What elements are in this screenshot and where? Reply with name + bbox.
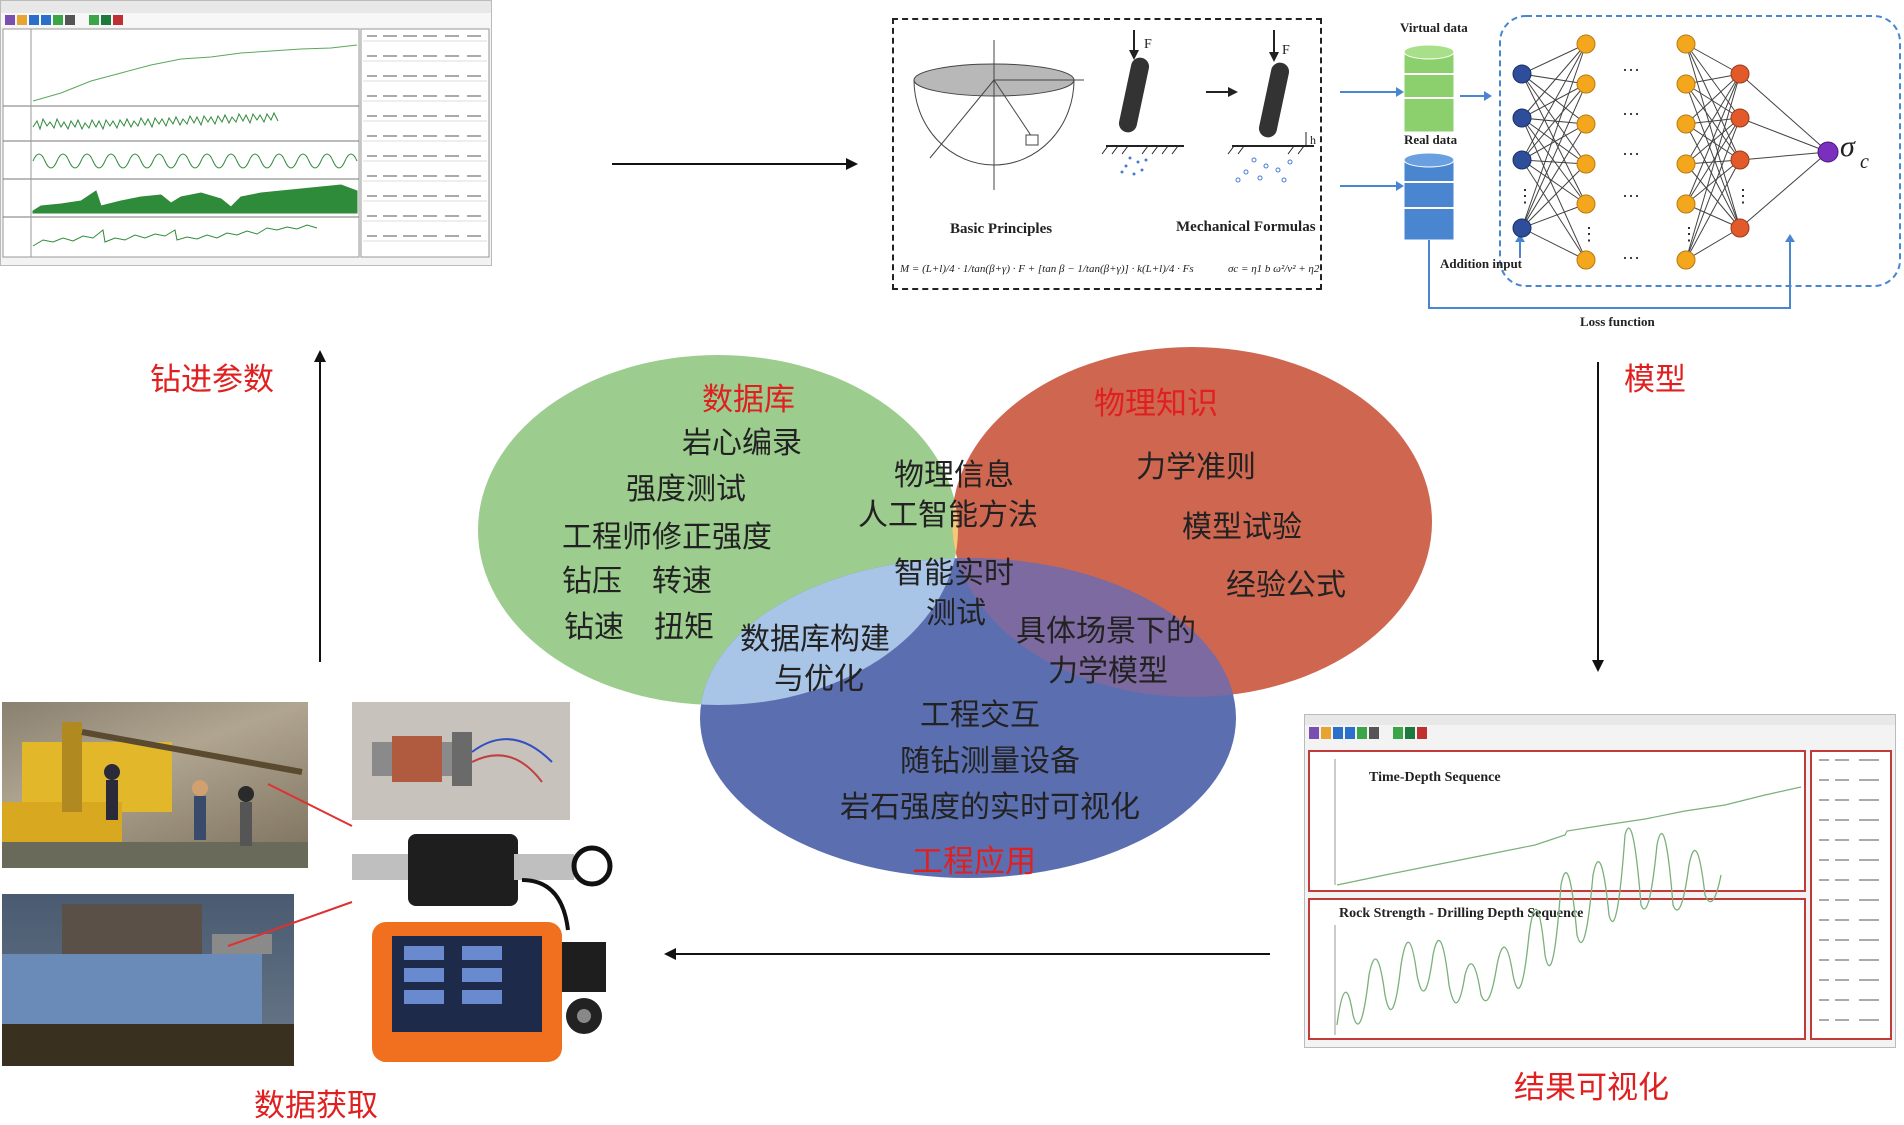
output-node — [1817, 141, 1839, 163]
formula-right: σc = η1 b ω²/v² + η2 — [1228, 263, 1320, 275]
neural-network-graphic: Virtual data Real data Addition input Lo… — [1340, 15, 1901, 329]
chart2-title: Rock Strength - Drilling Depth Sequence — [1339, 906, 1583, 921]
mechanical-formulas-label: Mechanical Formulas — [1176, 219, 1316, 235]
venn-db-eng-text: 与优化 — [774, 662, 864, 697]
measuring-device-photo — [2, 894, 294, 1066]
real-data-label: Real data — [1404, 132, 1458, 147]
venn-database-item: 钻压 转速 — [562, 564, 712, 599]
svg-text:⋮: ⋮ — [1580, 224, 1598, 244]
svg-text:···: ··· — [1622, 104, 1640, 124]
stage-drilling-params: 钻进参数 — [150, 362, 274, 398]
svg-text:···: ··· — [1622, 186, 1640, 206]
svg-text:⋮: ⋮ — [1734, 186, 1752, 206]
height-label: h — [1310, 133, 1316, 147]
chart1-title: Time-Depth Sequence — [1369, 770, 1501, 785]
venn-phys-eng-text: 力学模型 — [1048, 654, 1168, 689]
svg-text:···: ··· — [1622, 144, 1640, 164]
neural-network-panel: Virtual data Real data Addition input Lo… — [1340, 8, 1904, 338]
formula-left: M = (L+l)/4 · 1/tan(β+γ) · F + [tan β − … — [899, 263, 1194, 275]
stage-results: 结果可视化 — [1514, 1070, 1669, 1106]
svg-text:···: ··· — [1622, 248, 1640, 268]
results-software-screenshot: Time-Depth Sequence Rock Strength - Dril… — [1304, 714, 1896, 1048]
venn-physics-item: 模型试验 — [1182, 510, 1302, 545]
venn-database-item: 岩心编录 — [682, 426, 802, 461]
drilling-software-screenshot — [0, 0, 492, 266]
addition-input-label: Addition input — [1440, 256, 1523, 271]
venn-db-eng-region — [700, 558, 958, 705]
venn-database-item: 强度测试 — [626, 472, 746, 507]
venn-phys-eng-region — [952, 558, 1236, 697]
output-symbol: σ — [1840, 130, 1856, 163]
venn-physics-title: 物理知识 — [1094, 386, 1218, 422]
venn-phys-eng-text: 具体场景下的 — [1016, 614, 1196, 649]
venn-engineering-item: 岩石强度的实时可视化 — [840, 790, 1140, 825]
svg-text:⋮: ⋮ — [1680, 224, 1698, 244]
sensor-photo — [352, 702, 570, 820]
venn-db-eng-text: 数据库构建 — [740, 622, 890, 657]
svg-text:⋮: ⋮ — [1516, 186, 1534, 206]
basic-principles-label: Basic Principles — [950, 221, 1052, 237]
venn-db-physics-text: 人工智能方法 — [858, 498, 1038, 533]
venn-engineering-item: 工程交互 — [920, 698, 1040, 733]
loss-function-label: Loss function — [1580, 314, 1656, 329]
venn-center-text: 测试 — [926, 596, 986, 631]
venn-center-text: 智能实时 — [894, 556, 1014, 591]
drilling-software-graphic — [1, 1, 491, 258]
venn-database-item: 工程师修正强度 — [562, 520, 772, 555]
stage-model: 模型 — [1624, 362, 1686, 398]
physics-diagram-graphic: F F h Basic Principles Mechanical Formul… — [899, 30, 1320, 275]
venn-database-title: 数据库 — [702, 382, 795, 418]
drilling-rig-photo — [2, 702, 308, 868]
force-label-1: F — [1144, 37, 1152, 52]
venn-engineering-item: 随钻测量设备 — [900, 744, 1080, 779]
force-label-2: F — [1282, 43, 1290, 58]
venn-database-item: 钻速 扭矩 — [564, 610, 714, 645]
virtual-data-label: Virtual data — [1400, 20, 1468, 35]
results-software-graphic: Time-Depth Sequence Rock Strength - Dril… — [1305, 715, 1895, 1040]
venn-physics-item: 经验公式 — [1226, 568, 1346, 603]
venn-physics-item: 力学准则 — [1136, 450, 1256, 485]
physics-principles-panel: F F h Basic Principles Mechanical Formul… — [892, 18, 1322, 290]
venn-engineering-title: 工程应用 — [912, 844, 1036, 880]
output-subscript: c — [1860, 151, 1869, 173]
venn-db-physics-text: 物理信息 — [894, 458, 1014, 493]
svg-text:···: ··· — [1622, 60, 1640, 80]
sensor-device-render — [352, 826, 642, 1066]
